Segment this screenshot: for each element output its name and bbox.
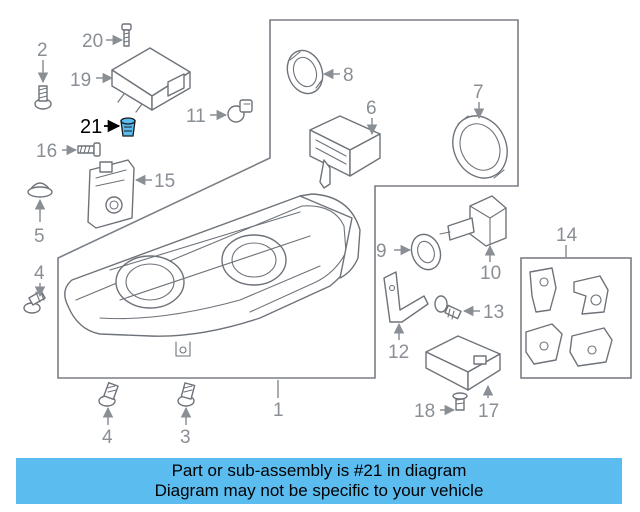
xenon-bulb-10-icon <box>439 195 507 247</box>
clip-21-icon <box>120 117 136 137</box>
leveling-motor-6-icon <box>309 115 381 189</box>
screw-3-icon <box>177 382 196 407</box>
callout-3: 3 <box>180 427 191 448</box>
screw-18-icon <box>452 392 468 411</box>
screw-20-icon <box>121 23 132 47</box>
callout-11: 11 <box>186 106 206 127</box>
callout-14: 14 <box>556 225 578 246</box>
callout-10: 10 <box>480 263 501 284</box>
callout-2: 2 <box>37 40 48 61</box>
callout-12: 12 <box>388 342 409 363</box>
bracket-12-icon <box>383 271 429 323</box>
screw-13-icon <box>434 295 462 320</box>
bracket-kit-14-icon <box>525 267 613 367</box>
callout-4-left: 4 <box>34 263 45 284</box>
screw-4a-icon <box>23 289 46 314</box>
screw-2-icon <box>34 85 52 110</box>
seal-ring-8-icon <box>286 49 324 95</box>
callout-20: 20 <box>82 31 103 52</box>
callout-5: 5 <box>34 226 45 247</box>
adjuster-15-icon <box>87 159 135 229</box>
callout-16: 16 <box>36 141 57 162</box>
callout-17: 17 <box>478 401 499 422</box>
callout-21: 21 <box>80 116 102 138</box>
cover-cap-7-icon <box>452 115 508 179</box>
bulb-11-icon <box>227 99 253 123</box>
callout-8: 8 <box>343 65 354 86</box>
ballast-17-icon <box>425 335 501 391</box>
cap-5-icon <box>27 182 53 198</box>
callout-4-bottom: 4 <box>102 427 113 448</box>
headlamp-assembly-1-icon <box>64 193 361 357</box>
banner-line-1: Part or sub-assembly is #21 in diagram <box>171 461 467 480</box>
control-module-19-icon <box>111 47 191 113</box>
callout-18: 18 <box>414 401 435 422</box>
callout-6: 6 <box>366 98 377 119</box>
callout-15: 15 <box>154 171 175 192</box>
callout-7: 7 <box>473 82 484 103</box>
retaining-ring-9-icon <box>410 233 442 271</box>
info-banner: Part or sub-assembly is #21 in diagram D… <box>16 458 622 504</box>
bracket-kit-frame <box>520 257 632 379</box>
parts-diagram: 20 2 19 11 21 16 15 5 4 4 3 1 8 7 6 9 10… <box>23 19 632 448</box>
screw-16-icon <box>77 142 101 157</box>
screw-4b-icon <box>98 382 119 407</box>
callout-9: 9 <box>376 241 387 262</box>
headlamp-assembly-frame <box>57 19 519 379</box>
callout-1: 1 <box>273 400 284 421</box>
banner-line-2: Diagram may not be specific to your vehi… <box>154 481 484 500</box>
callout-19: 19 <box>70 70 91 91</box>
callout-13: 13 <box>483 302 504 323</box>
